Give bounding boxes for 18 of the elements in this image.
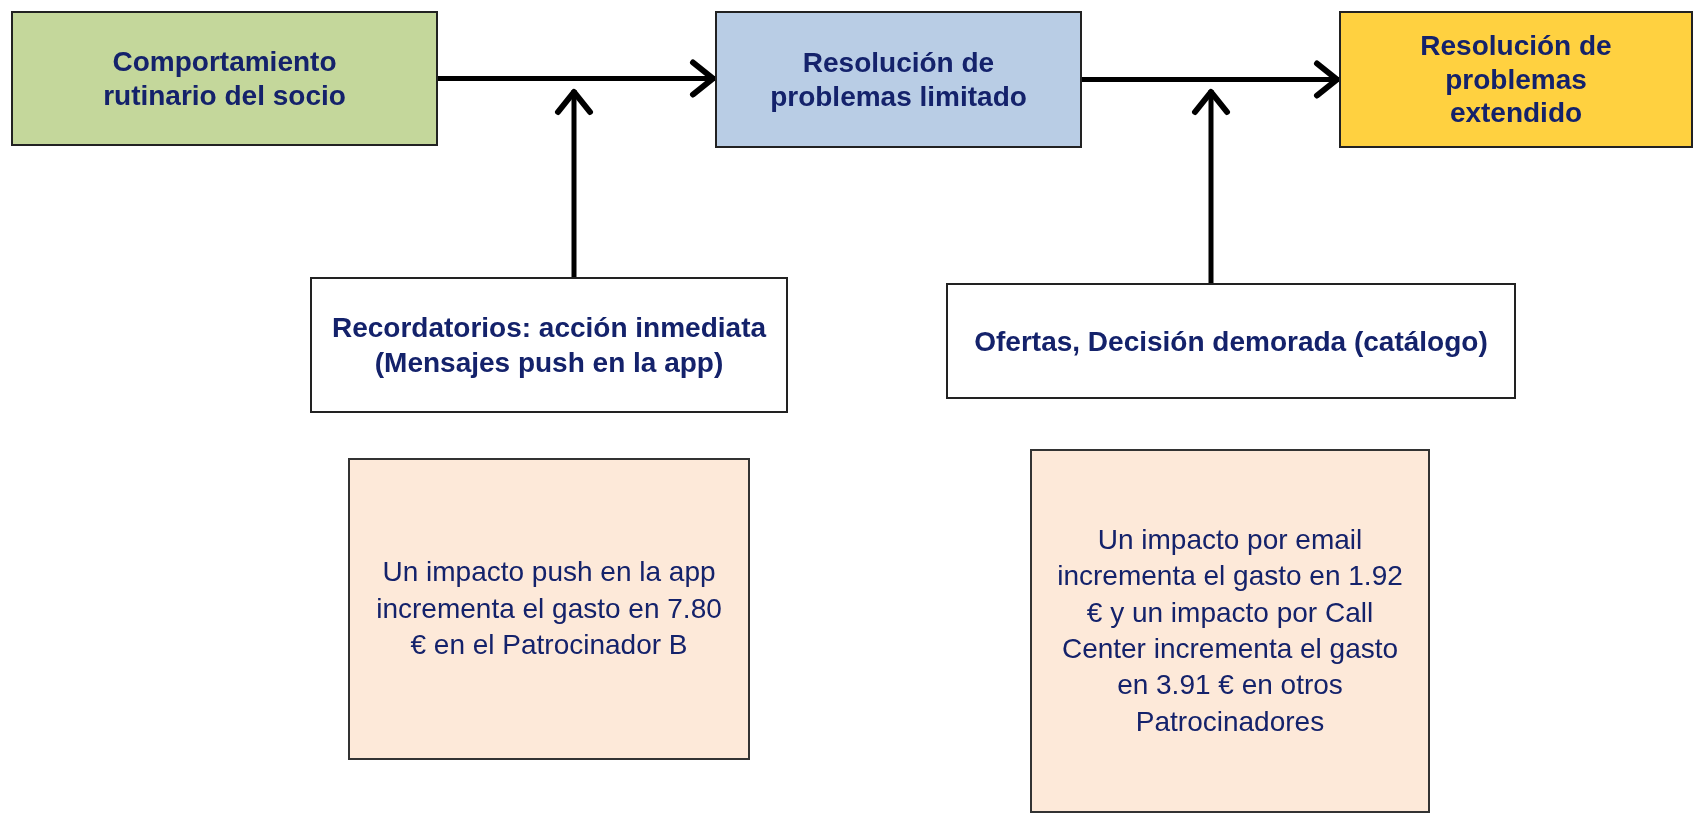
arrow: [555, 89, 593, 277]
factor-box: [310, 277, 788, 413]
box-text: Un impacto push en la app incrementa el gasto en 7.80 € en el Patrocinador B: [375, 555, 723, 663]
box-text: Resolución de problemas limitado: [769, 45, 1028, 114]
box-text: Ofertas, Decisión demorada (catálogo): [974, 324, 1488, 359]
note-box: [1030, 449, 1430, 813]
factor-box: [946, 283, 1516, 399]
process-box: [11, 11, 438, 146]
note-box: [348, 458, 750, 760]
arrow: [1082, 60, 1340, 99]
process-box: [1339, 11, 1693, 148]
box-text: Comportamiento rutinario del socio: [102, 44, 347, 113]
box-text: Un impacto por email incrementa el gasto en 1.92 € y un impacto por Call Center incrementa el gasto en 3.91 € en otros Patrocinadores: [1056, 522, 1404, 739]
arrow: [438, 59, 716, 98]
box-text: Resolución de problemas extendido: [1419, 29, 1613, 130]
box-text: Recordatorios: acción inmediata (Mensajes push en la app): [330, 311, 768, 380]
arrow: [1192, 89, 1230, 283]
process-box: [715, 11, 1082, 148]
